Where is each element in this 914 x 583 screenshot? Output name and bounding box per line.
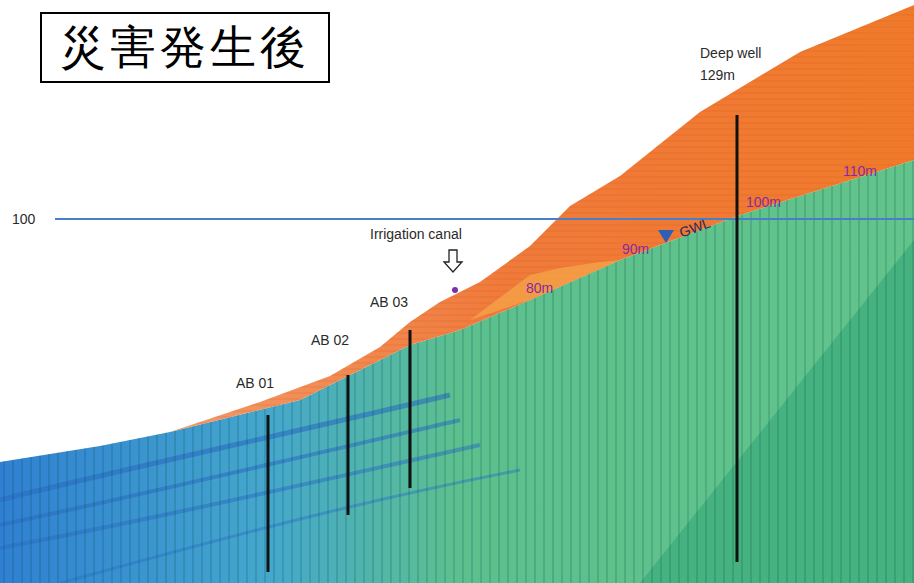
well-label: AB 01 xyxy=(236,376,274,391)
contour-label: 110m xyxy=(843,164,877,179)
contour-label: 80m xyxy=(526,281,553,296)
well-label: AB 02 xyxy=(311,333,349,348)
contour-label: 90m xyxy=(622,242,649,257)
well-label: Deep well xyxy=(700,46,761,61)
canal-label: Irrigation canal xyxy=(370,227,462,242)
contour-label: 100m xyxy=(746,195,781,210)
well-depth: 129m xyxy=(700,68,735,83)
well-label: AB 03 xyxy=(370,295,408,310)
level-number: 100 xyxy=(12,212,35,227)
title-box: 災害発生後 xyxy=(40,12,330,83)
